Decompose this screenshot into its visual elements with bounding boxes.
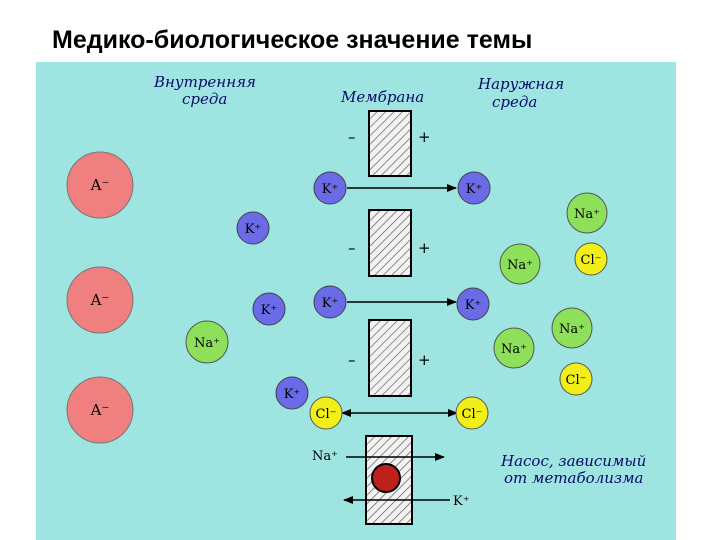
svg-text:K⁺: K⁺ bbox=[465, 298, 482, 313]
svg-text:K⁺: K⁺ bbox=[466, 182, 483, 197]
plus-sign: + bbox=[418, 239, 431, 257]
svg-text:Cl⁻: Cl⁻ bbox=[462, 407, 483, 422]
membrane-segment-1 bbox=[368, 110, 412, 177]
svg-text:Na⁺: Na⁺ bbox=[501, 342, 527, 357]
svg-text:Na⁺: Na⁺ bbox=[559, 322, 585, 337]
svg-text:K⁺: K⁺ bbox=[261, 303, 278, 318]
chloride-ion: Cl⁻ bbox=[574, 242, 608, 276]
inner-medium-label-line1: Внутренняя bbox=[153, 73, 256, 91]
outer-medium-label-line1: Наружная bbox=[477, 75, 564, 93]
anion-ion: A⁻ bbox=[66, 151, 134, 219]
potassium-ion: K⁺ bbox=[252, 292, 286, 326]
svg-text:A⁻: A⁻ bbox=[90, 176, 110, 194]
svg-text:Cl⁻: Cl⁻ bbox=[566, 373, 587, 388]
svg-text:Na⁺: Na⁺ bbox=[574, 207, 600, 222]
membrane-transport-diagram: Внутренняя среда Мембрана Наружная среда… bbox=[66, 73, 646, 525]
membrane-label: Мембрана bbox=[340, 88, 424, 106]
svg-text:K⁺: K⁺ bbox=[245, 222, 262, 237]
anion-ion: A⁻ bbox=[66, 376, 134, 444]
potassium-ion: K⁺ bbox=[275, 376, 309, 410]
slide-title: Медико-биологическое значение темы bbox=[52, 26, 533, 54]
plus-sign: + bbox=[418, 128, 431, 146]
svg-text:A⁻: A⁻ bbox=[90, 401, 110, 419]
svg-text:K⁺: K⁺ bbox=[322, 182, 339, 197]
chloride-ion: Cl⁻ bbox=[559, 362, 593, 396]
potassium-ion: K⁺ bbox=[457, 171, 491, 205]
pump-k-label: K⁺ bbox=[453, 494, 470, 509]
chloride-ion: Cl⁻ bbox=[309, 396, 343, 430]
sodium-ion: Na⁺ bbox=[185, 320, 229, 364]
minus-sign: – bbox=[348, 239, 356, 257]
potassium-ion: K⁺ bbox=[313, 171, 347, 205]
minus-sign: – bbox=[348, 128, 356, 146]
svg-text:Cl⁻: Cl⁻ bbox=[581, 253, 602, 268]
potassium-ion: K⁺ bbox=[236, 211, 270, 245]
sodium-ion: Na⁺ bbox=[566, 192, 608, 234]
pump-label-line2: от метаболизма bbox=[504, 469, 643, 487]
svg-text:Cl⁻: Cl⁻ bbox=[316, 407, 337, 422]
membrane-segment-3 bbox=[368, 319, 412, 397]
sodium-ion: Na⁺ bbox=[493, 327, 535, 369]
membrane-segment-2 bbox=[368, 209, 412, 277]
plus-sign: + bbox=[418, 351, 431, 369]
inner-medium-label-line2: среда bbox=[182, 90, 227, 108]
pump-icon bbox=[371, 463, 401, 493]
pump-na-label: Na⁺ bbox=[312, 449, 338, 464]
pump-label-line1: Насос, зависимый bbox=[500, 452, 646, 470]
diagram-panel bbox=[36, 62, 676, 540]
potassium-ion: K⁺ bbox=[313, 285, 347, 319]
outer-medium-label-line2: среда bbox=[492, 93, 537, 111]
svg-text:K⁺: K⁺ bbox=[322, 296, 339, 311]
svg-text:Na⁺: Na⁺ bbox=[507, 258, 533, 273]
minus-sign: – bbox=[348, 351, 356, 369]
svg-text:A⁻: A⁻ bbox=[90, 291, 110, 309]
potassium-ion: K⁺ bbox=[456, 287, 490, 321]
sodium-ion: Na⁺ bbox=[499, 243, 541, 285]
chloride-ion: Cl⁻ bbox=[455, 396, 489, 430]
svg-text:Na⁺: Na⁺ bbox=[194, 336, 220, 351]
sodium-ion: Na⁺ bbox=[551, 307, 593, 349]
anion-ion: A⁻ bbox=[66, 266, 134, 334]
svg-text:K⁺: K⁺ bbox=[284, 387, 301, 402]
